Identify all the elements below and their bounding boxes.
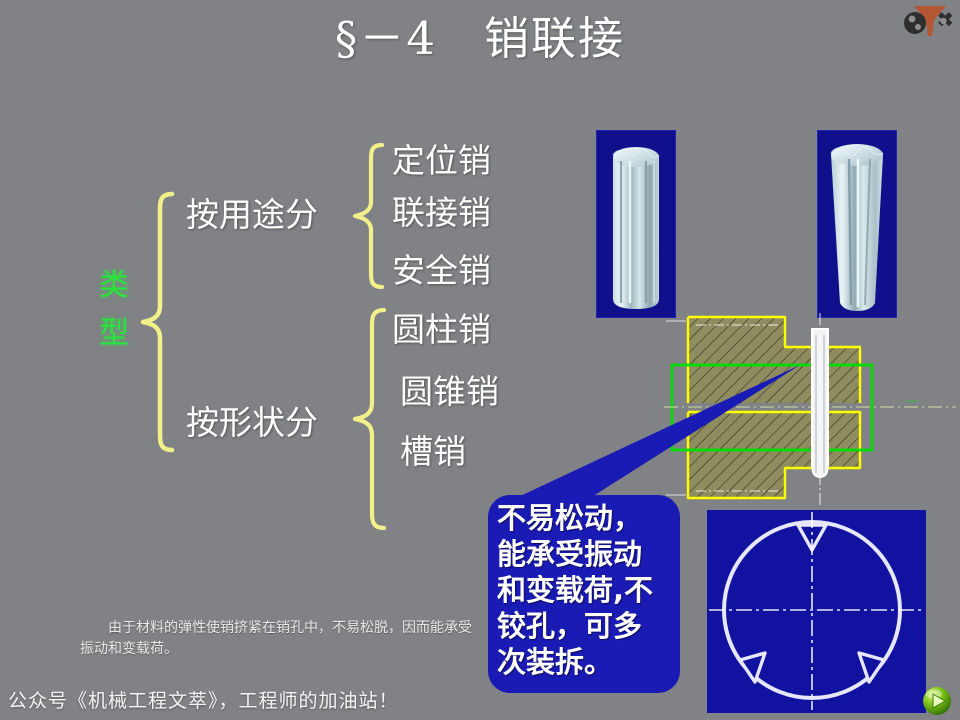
mechanical-gear-logo — [904, 6, 953, 36]
tree-branch-label-0: 按用途分 — [186, 195, 318, 234]
pin-joint-section-view — [664, 313, 956, 505]
grooved-pin-render-left — [596, 130, 676, 318]
page-title: §－4 销联接 — [334, 12, 626, 65]
tree-leaf-1-0: 圆柱销 — [392, 310, 491, 349]
callout-text: 不易松动， 能承受振动 和变载荷,不 铰孔，可多 次装拆。 — [497, 500, 662, 680]
brace-branch-1 — [352, 307, 387, 531]
brace-branch-0 — [352, 142, 385, 290]
grooved-pin-end-view — [707, 510, 926, 713]
tree-leaf-1-2: 槽销 — [400, 432, 466, 471]
brace-root — [140, 191, 175, 453]
callout-line-0: 不易松动， — [497, 501, 643, 535]
grooved-pin-render-right — [817, 130, 897, 318]
callout-balloon — [488, 365, 800, 693]
tree-leaf-1-1: 圆锥销 — [400, 372, 499, 411]
tree-leaf-0-0: 定位销 — [392, 141, 491, 180]
watermark-text: 公众号《机械工程文萃》，工程师的加油站！ — [8, 690, 399, 712]
play-button[interactable] — [920, 685, 954, 717]
callout-line-2: 和变载荷,不 — [497, 573, 654, 607]
callout-line-4: 次装拆。 — [497, 645, 614, 679]
callout-line-1: 能承受振动 — [497, 537, 643, 571]
callout-line-3: 铰孔，可多 — [497, 609, 643, 643]
tree-leaf-0-2: 安全销 — [392, 251, 491, 290]
tree-branch-label-1: 按形状分 — [186, 403, 318, 442]
caption-text: 由于材料的弹性使销挤紧在销孔中，不易松脱，因而能承受振动和变载荷。 — [80, 620, 472, 657]
tree-leaf-0-1: 联接销 — [392, 193, 491, 232]
tree-root-label: 类型 — [99, 268, 129, 351]
